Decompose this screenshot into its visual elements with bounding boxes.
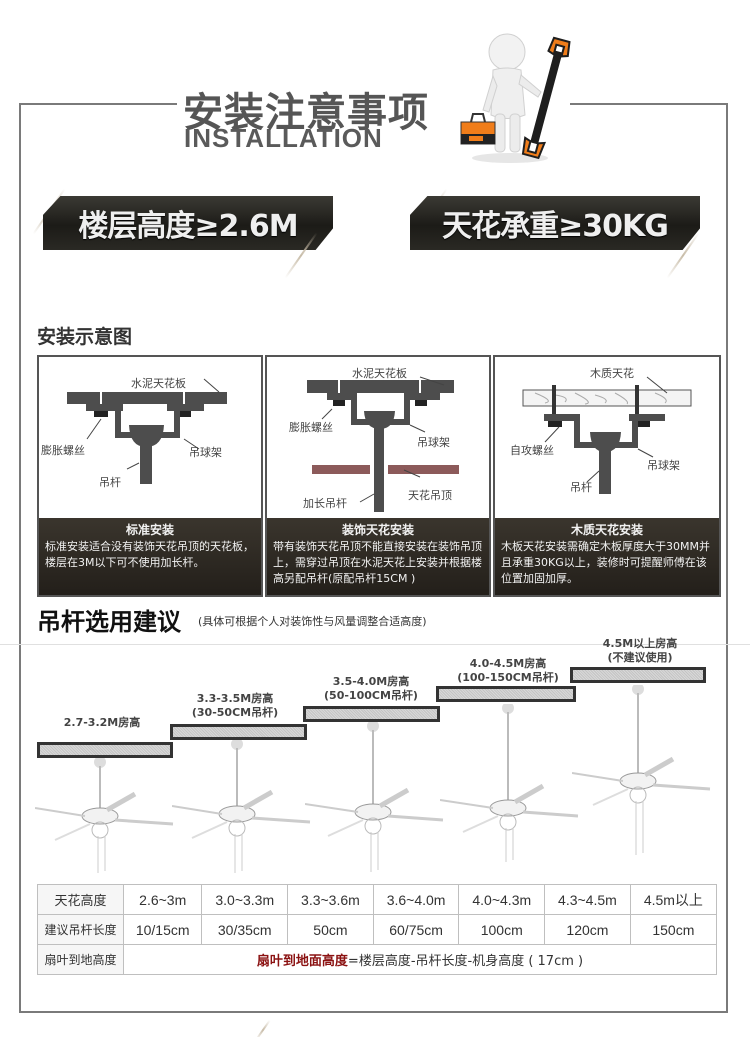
label-rod: 吊杆 (570, 481, 592, 494)
row-header: 扇叶到地高度 (37, 944, 124, 975)
step-rod: (100-150CM吊杆) (457, 671, 559, 684)
ceiling-fan-icon (172, 740, 311, 873)
caption-body: 木板天花安装需确定木板厚度大于30MM并且承重30KG以上，装修时可提醒师傅在该… (501, 540, 710, 585)
step-height: 3.3-3.5M房高 (196, 692, 274, 705)
table-cell: 4.5m以上 (629, 884, 718, 915)
table-cell: 10/15cm (122, 914, 203, 945)
standard-install-panel: 水泥天花板 膨胀螺丝 吊球架 吊杆 标准安装 标准安装适合没有装饰天花吊顶的天花… (37, 355, 263, 597)
page-subtitle-en: INSTALLATION (184, 123, 383, 153)
label-ceiling: 水泥天花板 (131, 377, 186, 390)
wood-ceiling-caption: 木质天花安装 木板天花安装需确定木板厚度大于30MM并且承重30KG以上，装修时… (495, 518, 719, 595)
table-cell: 3.3~3.6m (287, 884, 374, 915)
ceiling-load-banner: 天花承重≥30KG (410, 196, 700, 250)
step-label-2: 3.3-3.5M房高 (30-50CM吊杆) (180, 692, 290, 720)
label-bracket: 吊球架 (189, 446, 222, 459)
step-label-3: 3.5-4.0M房高 (50-100CM吊杆) (316, 675, 426, 703)
table-cell: 30/35cm (201, 914, 289, 945)
diagram-section-title: 安装示意图 (37, 326, 133, 348)
table-cell: 120cm (544, 914, 631, 945)
wood-ceiling-diagram-icon (522, 376, 692, 494)
rod-spec-table: 天花高度 2.6~3m 3.0~3.3m 3.3~3.6m 3.6~4.0m 4… (37, 884, 718, 975)
row-header: 天花高度 (37, 884, 124, 915)
step-height: 3.5-4.0M房高 (332, 675, 410, 688)
label-bracket: 吊球架 (417, 436, 450, 449)
ceiling-step-3 (303, 706, 440, 722)
frame-line-bottom (19, 1011, 728, 1013)
table-cell: 3.0~3.3m (201, 884, 289, 915)
decorative-ceiling-install-panel: 水泥天花板 膨胀螺丝 吊球架 天花吊顶 加长吊杆 装饰天花安装 带有装饰天花吊顶… (265, 355, 491, 597)
row-header: 建议吊杆长度 (37, 914, 124, 945)
decorative-ceiling-caption: 装饰天花安装 带有装饰天花吊顶不能直接安装在装饰吊顶上，需穿过吊顶在水泥天花上安… (267, 518, 489, 595)
frame-line-left (19, 103, 21, 1013)
frame-line-top-right (570, 103, 727, 105)
ceiling-fan-icon (440, 704, 579, 862)
label-screw: 膨胀螺丝 (41, 444, 85, 457)
label-bracket: 吊球架 (647, 459, 680, 472)
step-height: 2.7-3.2M房高 (63, 716, 141, 729)
step-height: 4.5M以上房高 (602, 637, 678, 650)
label-ceiling: 木质天花 (590, 367, 634, 380)
divider-line (0, 644, 750, 645)
ceiling-step-4 (436, 686, 576, 702)
step-label-5: 4.5M以上房高 (不建议使用) (590, 637, 690, 665)
page-title: 安装注意事项 (183, 90, 429, 136)
table-cell: 150cm (629, 914, 718, 945)
table-cell: 50cm (287, 914, 374, 945)
step-rod: (30-50CM吊杆) (191, 706, 279, 719)
mascot-wrench-toolbox-icon (460, 33, 571, 163)
standard-install-diagram-icon (67, 378, 227, 484)
table-cell: 4.3~4.5m (544, 884, 631, 915)
step-label-4: 4.0-4.5M房高 (100-150CM吊杆) (448, 657, 568, 685)
formula-cell: 扇叶到地面高度=楼层高度-吊杆长度-机身高度 ( 17cm ) (123, 944, 717, 975)
table-cell: 100cm (458, 914, 546, 945)
step-label-1: 2.7-3.2M房高 (52, 716, 152, 730)
label-false-ceiling: 天花吊顶 (408, 489, 452, 502)
ceiling-fan-icon (572, 685, 711, 855)
table-cell: 4.0~4.3m (458, 884, 546, 915)
step-rod: (50-100CM吊杆) (324, 689, 418, 702)
standard-install-caption: 标准安装 标准安装适合没有装饰天花吊顶的天花板，楼层在3M以下可不使用加长杆。 (39, 518, 261, 595)
decorative-ceiling-diagram-icon (307, 376, 459, 512)
caption-body: 标准安装适合没有装饰天花吊顶的天花板，楼层在3M以下可不使用加长杆。 (45, 540, 254, 569)
decor-slash (255, 1019, 271, 1037)
floor-height-banner: 楼层高度≥2.6M (43, 196, 333, 250)
table-cell: 3.6~4.0m (372, 884, 460, 915)
label-rod: 吊杆 (99, 476, 121, 489)
caption-title: 装饰天花安装 (341, 523, 414, 537)
frame-line-top-left (19, 103, 177, 105)
formula-highlight: 扇叶到地面高度 (256, 954, 348, 969)
table-cell: 60/75cm (372, 914, 460, 945)
caption-body: 带有装饰天花吊顶不能直接安装在装饰吊顶上，需穿过吊顶在水泥天花上安装并根据楼高另… (273, 540, 482, 585)
rod-section-title: 吊杆选用建议 (37, 608, 181, 636)
wood-ceiling-install-panel: 木质天花 自攻螺丝 吊球架 吊杆 木质天花安装 木板天花安装需确定木板厚度大于3… (493, 355, 721, 597)
label-ceiling: 水泥天花板 (352, 367, 407, 380)
ceiling-step-2 (170, 724, 307, 740)
caption-title: 木质天花安装 (570, 523, 643, 537)
label-screw: 膨胀螺丝 (289, 421, 333, 434)
label-rod: 加长吊杆 (303, 497, 347, 510)
table-row-blade-height: 扇叶到地高度 扇叶到地面高度=楼层高度-吊杆长度-机身高度 ( 17cm ) (37, 944, 717, 975)
caption-title: 标准安装 (125, 523, 174, 537)
step-rod: (不建议使用) (607, 651, 673, 664)
table-row-ceiling-height: 天花高度 2.6~3m 3.0~3.3m 3.3~3.6m 3.6~4.0m 4… (37, 884, 718, 915)
table-cell: 2.6~3m (122, 884, 203, 915)
rod-section-subtitle: (具体可根据个人对装饰性与风量调整合适高度) (198, 615, 427, 628)
ceiling-step-5 (570, 667, 706, 683)
step-height: 4.0-4.5M房高 (469, 657, 547, 670)
frame-line-right (726, 103, 728, 1013)
table-row-rod-length: 建议吊杆长度 10/15cm 30/35cm 50cm 60/75cm 100c… (37, 914, 718, 945)
formula-rest: =楼层高度-吊杆长度-机身高度 ( 17cm ) (347, 954, 584, 969)
label-screw: 自攻螺丝 (510, 444, 554, 457)
ceiling-fan-icon (305, 722, 444, 872)
ceiling-step-1 (37, 742, 173, 758)
ceiling-fan-icon (35, 758, 174, 873)
